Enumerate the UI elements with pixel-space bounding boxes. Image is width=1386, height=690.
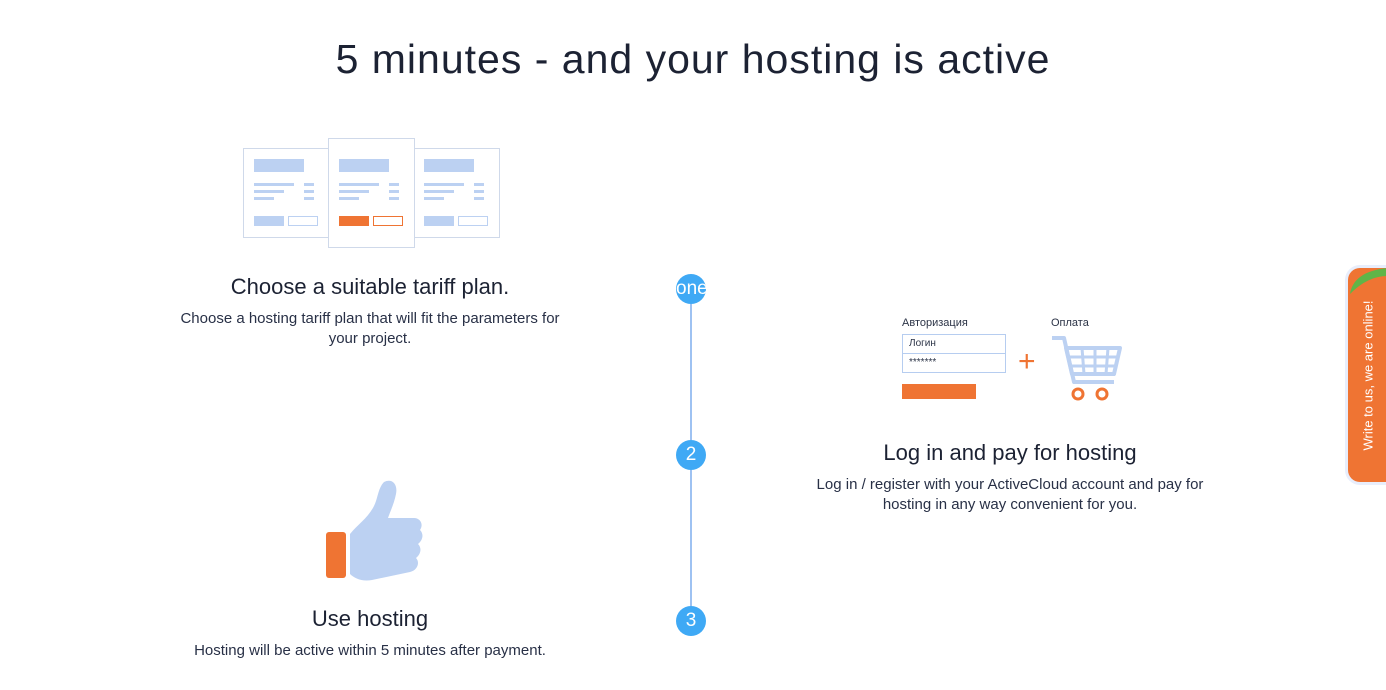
plan-card-featured <box>328 138 415 248</box>
step-2-description: Log in / register with your ActiveCloud … <box>816 476 1204 513</box>
step-3-description: Hosting will be active within 5 minutes … <box>194 642 546 659</box>
page-title: 5 minutes - and your hosting is active <box>335 36 1051 82</box>
login-field: Логин <box>902 334 1006 354</box>
step-2-title: Log in and pay for hosting <box>883 440 1137 465</box>
password-field: ******* <box>902 353 1006 373</box>
plan-card-right <box>413 148 500 238</box>
chat-widget-tab[interactable] <box>1348 268 1386 482</box>
thumbs-up-icon <box>326 480 423 581</box>
login-submit-bar <box>902 384 976 399</box>
timeline-line-2 <box>690 470 692 606</box>
timeline-line-1 <box>690 304 692 440</box>
plan-card-left <box>243 148 329 238</box>
chat-widget-label[interactable]: Write to us, we are online! <box>1360 299 1376 451</box>
chat-widget-label-wrap[interactable]: Write to us, we are online! <box>1348 268 1386 482</box>
step-1-title: Choose a suitable tariff plan. <box>230 274 510 299</box>
step-badge-1: one <box>676 274 706 304</box>
step-badge-2: 2 <box>676 440 706 470</box>
chat-leaf-icon <box>1350 268 1386 294</box>
auth-label: Авторизация <box>902 317 968 329</box>
shopping-cart-icon <box>1052 336 1122 401</box>
plus-sign: + <box>1018 345 1036 378</box>
step-1-description: Choose a hosting tariff plan that will f… <box>180 310 560 347</box>
payment-label: Оплата <box>1051 317 1089 329</box>
step-3-title: Use hosting <box>311 606 429 631</box>
step-badge-3: 3 <box>676 606 706 636</box>
